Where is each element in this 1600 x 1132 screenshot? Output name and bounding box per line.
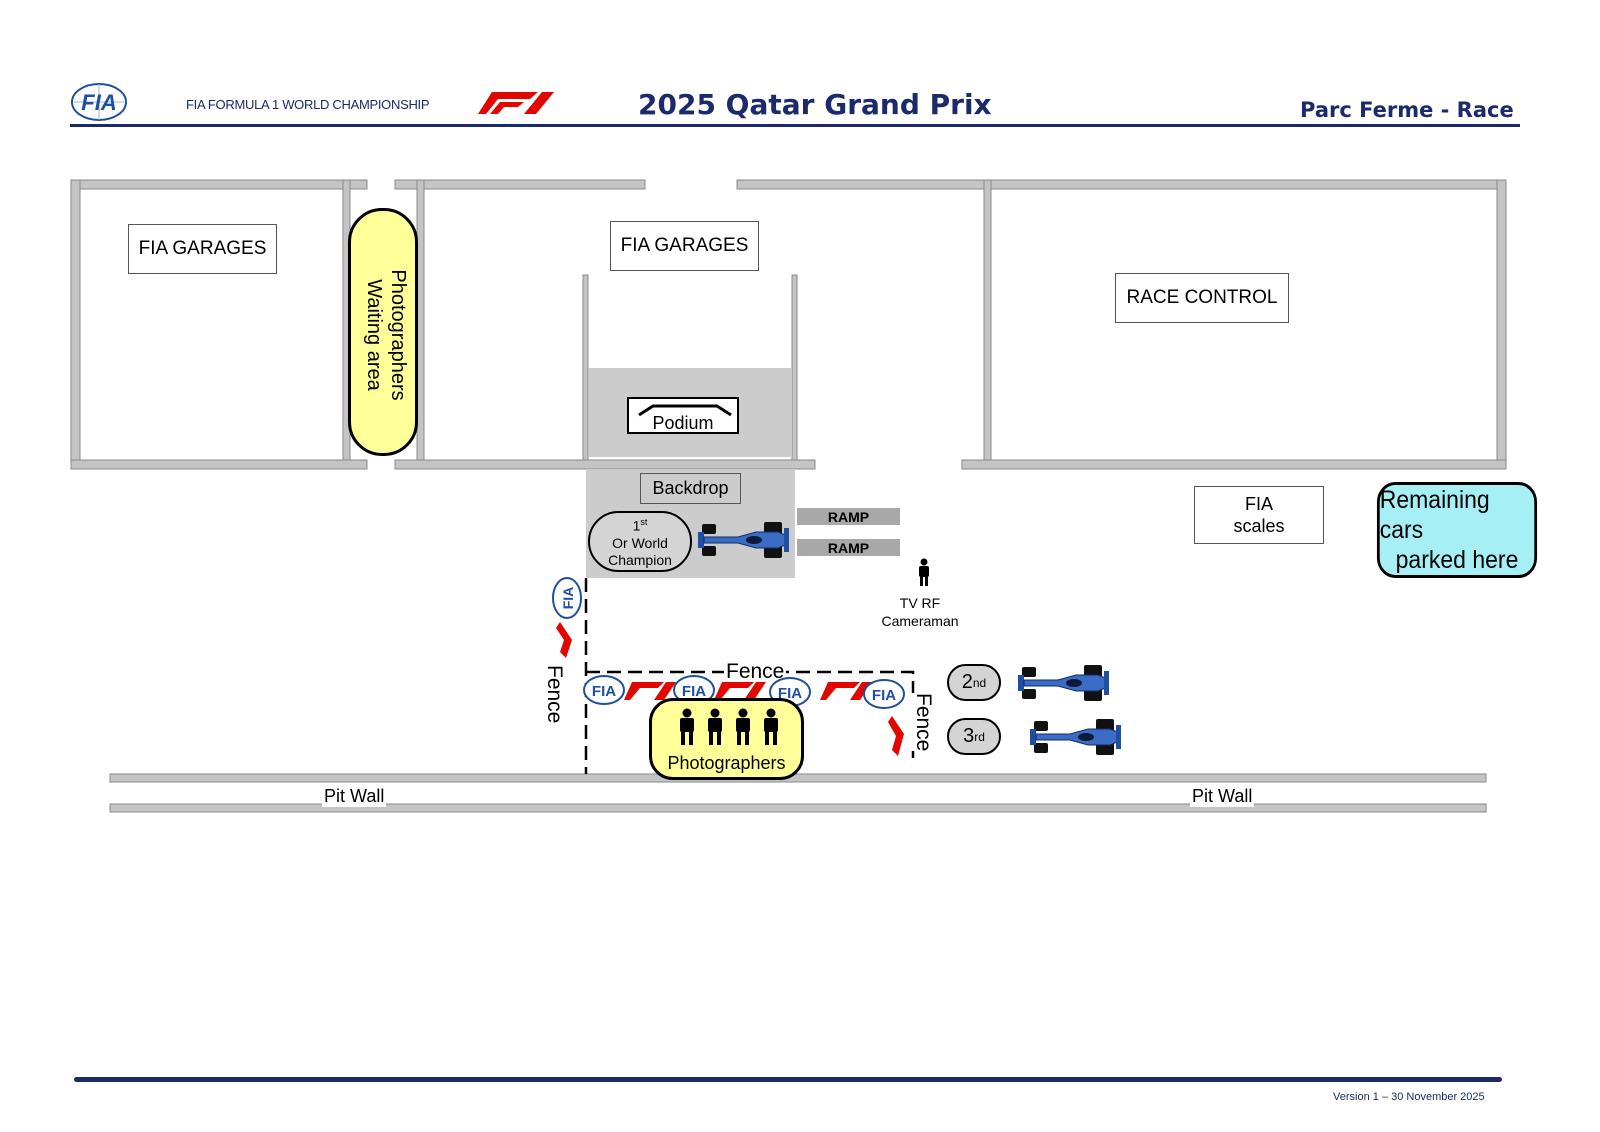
svg-text:FIA: FIA bbox=[560, 587, 576, 610]
svg-text:FIA: FIA bbox=[872, 687, 896, 704]
version-label: Version 1 – 30 November 2025 bbox=[1333, 1091, 1485, 1103]
page-title: 2025 Qatar Grand Prix bbox=[638, 88, 992, 121]
first-place-number: 1 bbox=[632, 517, 641, 534]
fia-logo: FIA bbox=[71, 83, 127, 121]
first-place-line3: Champion bbox=[608, 551, 672, 568]
race-car-icon-first bbox=[698, 522, 789, 558]
page-subtitle: Parc Ferme - Race bbox=[1300, 98, 1514, 122]
podium-icon bbox=[638, 404, 732, 417]
svg-text:FIA: FIA bbox=[778, 685, 802, 702]
fia-logo-text: FIA bbox=[81, 90, 116, 115]
photographers-label: Photographers bbox=[667, 753, 786, 773]
svg-text:FIA: FIA bbox=[682, 683, 706, 700]
backdrop-label: Backdrop bbox=[640, 473, 741, 504]
fia-garages-center-label: FIA GARAGES bbox=[610, 221, 759, 271]
fia-garages-left-label: FIA GARAGES bbox=[128, 224, 277, 274]
first-place-suffix: st bbox=[640, 517, 648, 528]
pit-wall-left-label: Pit Wall bbox=[322, 786, 387, 807]
f1-banner-icon bbox=[556, 622, 572, 658]
remaining-cars-line1: Remaining cars bbox=[1379, 486, 1490, 544]
race-car-icon-second bbox=[1018, 665, 1109, 701]
podium-label: Podium bbox=[652, 413, 714, 433]
remaining-cars-area: Remaining cars parked here bbox=[1376, 482, 1538, 578]
fia-banner-icon: FIA bbox=[552, 577, 582, 619]
remaining-cars-line2: parked here bbox=[1395, 546, 1519, 574]
photographer-people-icon bbox=[680, 708, 778, 745]
photographers-area: Photographers bbox=[649, 698, 804, 780]
cameraman-label: Cameraman bbox=[881, 613, 959, 629]
fia-scales-box: FIA scales bbox=[1194, 486, 1324, 544]
second-place-suffix: nd bbox=[972, 675, 987, 690]
podium-box: Podium bbox=[627, 397, 739, 434]
f1-banner-icon bbox=[714, 682, 766, 700]
f1-banner-icon bbox=[624, 682, 676, 700]
f1-banner-icon bbox=[888, 716, 904, 756]
race-control-label: RACE CONTROL bbox=[1115, 273, 1289, 323]
svg-text:FIA: FIA bbox=[592, 683, 616, 700]
fence-top-label: Fence bbox=[724, 660, 787, 684]
second-place-number: 2 bbox=[961, 671, 973, 693]
fia-banner-icon: FIA bbox=[583, 675, 625, 705]
first-place-line2: Or World bbox=[612, 534, 668, 551]
pit-wall-right-label: Pit Wall bbox=[1190, 786, 1255, 807]
third-place-number: 3 bbox=[963, 725, 975, 747]
f1-banner-icon bbox=[820, 682, 872, 700]
fia-scales-line2: scales bbox=[1233, 516, 1285, 536]
third-place-suffix: rd bbox=[974, 729, 985, 744]
photographers-waiting-area: Photographers Waiting area bbox=[348, 208, 418, 456]
f1-logo bbox=[478, 92, 554, 114]
first-place-oval: 1st Or World Champion bbox=[588, 511, 692, 572]
ramp-2: RAMP bbox=[797, 539, 900, 556]
cameraman-icon bbox=[919, 558, 929, 586]
championship-name: FIA FORMULA 1 WORLD CHAMPIONSHIP bbox=[186, 97, 430, 112]
footer-rule bbox=[74, 1077, 1502, 1082]
fia-banner-icon: FIA bbox=[863, 679, 905, 709]
race-car-icon-third bbox=[1030, 719, 1121, 755]
header-rule bbox=[70, 124, 1520, 127]
fia-scales-line1: FIA bbox=[1244, 494, 1273, 514]
ramp-1: RAMP bbox=[797, 508, 900, 525]
fia-banner-icon: FIA bbox=[673, 675, 715, 705]
tv-rf-label: TV RF bbox=[899, 595, 941, 611]
